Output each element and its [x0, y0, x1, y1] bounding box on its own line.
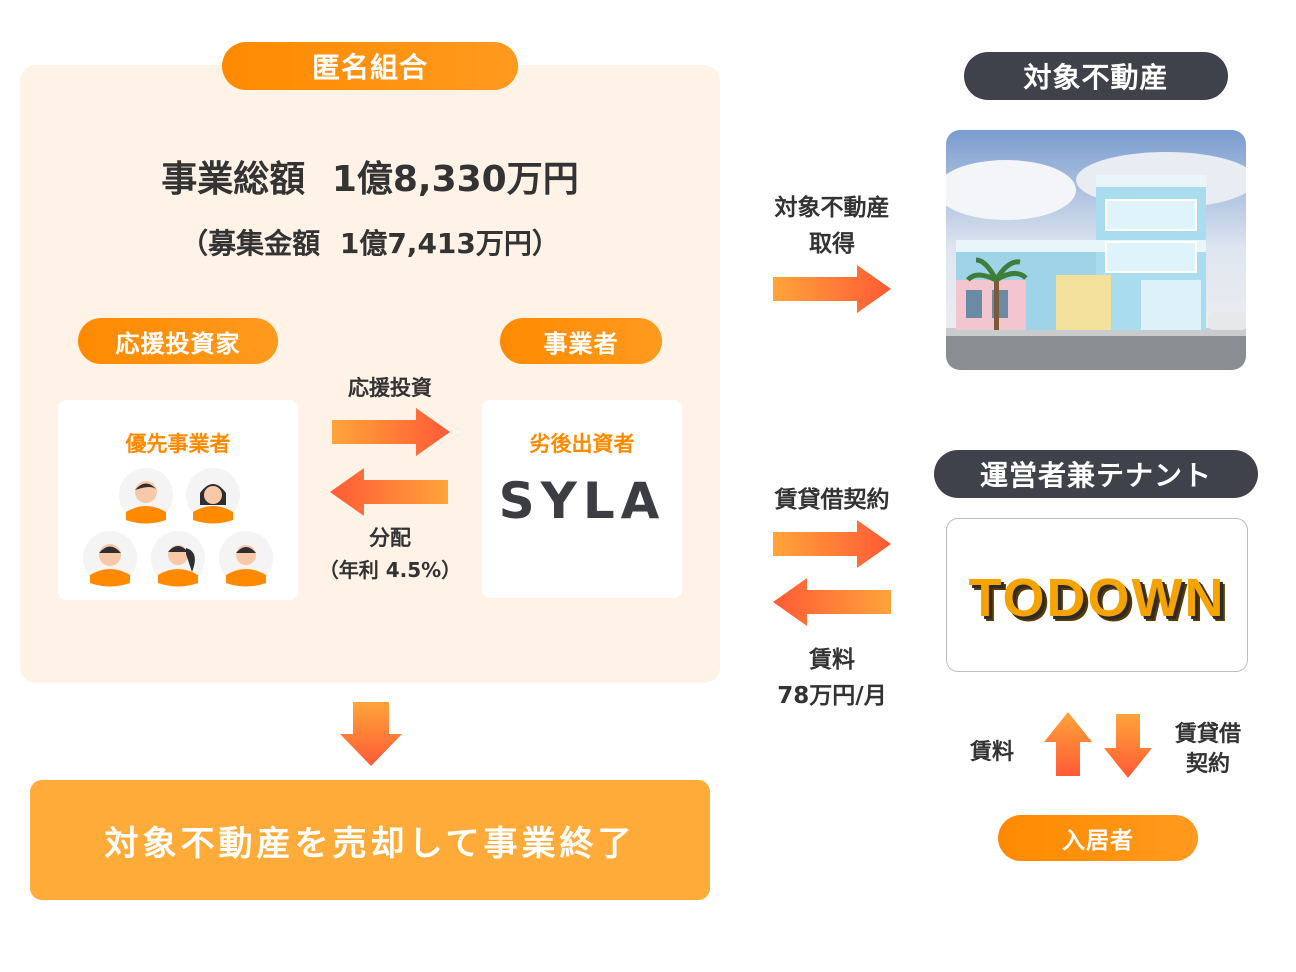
acquire-label-1: 対象不動産	[774, 195, 890, 221]
resident-lease-label-2: 契約	[1185, 752, 1230, 777]
rent-value: 78万円/月	[777, 683, 887, 709]
resident-down-arrow-icon	[1104, 714, 1152, 778]
lease-label: 賃貸借契約	[774, 487, 890, 513]
resident-tag: 入居者	[998, 815, 1198, 861]
investor-card-label: 優先事業者	[125, 432, 231, 456]
resident-up-arrow-icon	[1044, 712, 1092, 776]
person-icon	[151, 531, 205, 587]
invest-arrow-icon	[332, 408, 450, 456]
operator-card-label: 劣後出資者	[529, 432, 635, 456]
person-icon	[83, 531, 137, 587]
raise-amount-value: 1億7,413万円）	[339, 227, 560, 260]
flow-invest-label: 応援投資	[348, 376, 432, 400]
investor-people-icon	[83, 468, 273, 587]
exit-box: 対象不動産を売却して事業終了	[30, 780, 710, 900]
tenant-title: 運営者兼テナント	[934, 450, 1258, 498]
person-icon	[186, 468, 240, 524]
property-title: 対象不動産	[964, 52, 1228, 100]
todown-logo: TODOWN	[968, 568, 1226, 628]
flow-dividend-rate: （年利 4.5%）	[318, 558, 462, 582]
anonymous-partnership-title: 匿名組合	[222, 42, 518, 90]
raise-amount-label: （募集金額	[180, 227, 321, 260]
investor-card: 優先事業者	[58, 400, 298, 600]
person-icon	[219, 531, 273, 587]
total-amount-value: 1億8,330万円	[331, 159, 579, 200]
person-icon	[119, 468, 173, 524]
todown-logo-card: TODOWN	[946, 518, 1248, 672]
investor-tag: 応援投資家	[78, 318, 278, 364]
total-amount-label: 事業総額	[161, 159, 306, 200]
syla-logo: SYLA	[498, 472, 666, 530]
raise-amount-line: （募集金額 1億7,413万円）	[20, 222, 720, 262]
flow-dividend-label: 分配	[369, 526, 411, 550]
operator-tag: 事業者	[500, 318, 662, 364]
rent-arrow-icon	[773, 578, 891, 626]
dividend-arrow-icon	[330, 468, 448, 516]
total-amount-line: 事業総額 1億8,330万円	[20, 150, 720, 202]
rent-label: 賃料	[809, 647, 855, 673]
down-arrow-icon	[340, 702, 402, 766]
lease-arrow-icon	[773, 520, 891, 568]
resident-lease-label-1: 賃貸借	[1174, 722, 1241, 747]
acquire-label-2: 取得	[809, 231, 855, 257]
operator-card: 劣後出資者 SYLA	[482, 400, 682, 598]
acquire-arrow-icon	[773, 265, 891, 313]
property-building-image	[946, 130, 1246, 370]
resident-rent-label: 賃料	[969, 740, 1014, 765]
